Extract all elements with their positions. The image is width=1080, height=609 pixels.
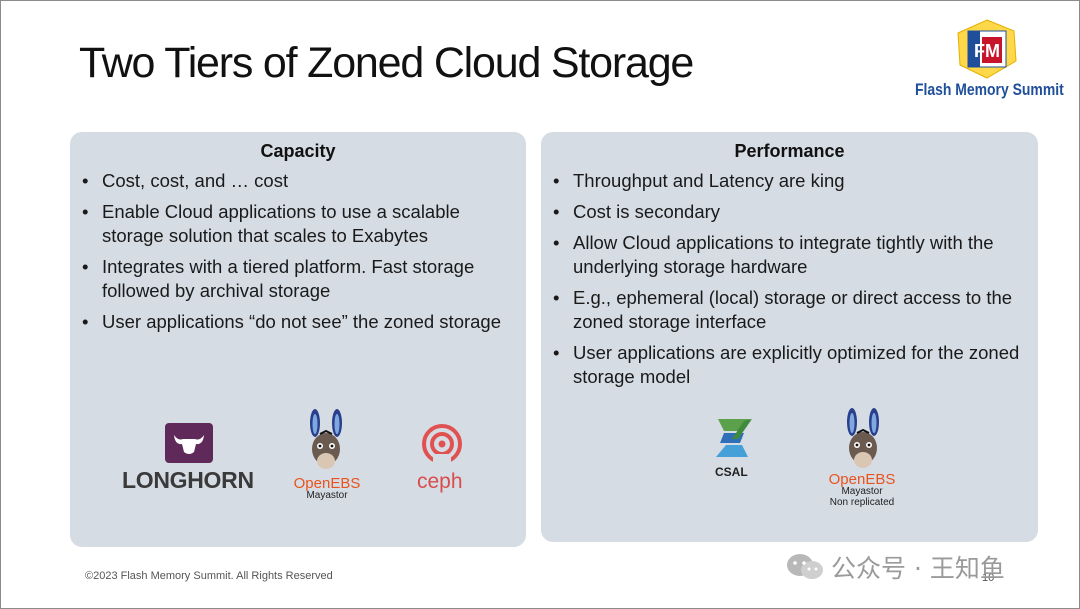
openebs-mayastor-label: Mayastor bbox=[306, 490, 348, 501]
longhorn-wordmark: LONGHORN bbox=[122, 467, 254, 493]
capacity-bullet: Cost, cost, and … cost bbox=[82, 169, 502, 193]
longhorn-icon bbox=[165, 423, 213, 463]
performance-bullet: Allow Cloud applications to integrate ti… bbox=[553, 231, 1023, 279]
performance-bullets: Throughput and Latency are king Cost is … bbox=[553, 169, 1023, 396]
capacity-bullets: Cost, cost, and … cost Enable Cloud appl… bbox=[82, 169, 502, 341]
openebs-performance-logo: OpenEBS Mayastor Non replicated bbox=[819, 471, 905, 508]
capacity-heading: Capacity bbox=[260, 141, 336, 161]
performance-heading: Performance bbox=[734, 141, 845, 161]
capacity-bullet: Integrates with a tiered platform. Fast … bbox=[82, 255, 502, 303]
capacity-bullet: User applications “do not see” the zoned… bbox=[82, 310, 502, 334]
performance-bullet: E.g., ephemeral (local) storage or direc… bbox=[553, 286, 1023, 334]
wechat-icon bbox=[787, 554, 823, 579]
watermark-text: 公众号 · 王知鱼 bbox=[831, 554, 1005, 583]
performance-bullet: Throughput and Latency are king bbox=[553, 169, 1023, 193]
openebs-donkey-icon bbox=[847, 408, 879, 468]
logo-letters: FM bbox=[974, 41, 1000, 61]
openebs-donkey-icon bbox=[310, 409, 342, 469]
performance-bullet: User applications are explicitly optimiz… bbox=[553, 341, 1023, 389]
openebs-non-replicated-label: Non replicated bbox=[829, 497, 895, 508]
csal-wordmark: CSAL bbox=[715, 465, 748, 479]
capacity-bullet: Enable Cloud applications to use a scala… bbox=[82, 200, 502, 248]
openebs-wordmark: OpenEBS bbox=[828, 471, 896, 488]
page-number: 10 bbox=[982, 572, 995, 584]
openebs-capacity-logo: OpenEBS Mayastor bbox=[288, 475, 366, 501]
logo-text: Flash Memory Summit bbox=[915, 80, 1064, 99]
ceph-wordmark: ceph bbox=[417, 470, 463, 493]
ceph-icon bbox=[422, 424, 462, 468]
openebs-wordmark: OpenEBS bbox=[293, 475, 361, 492]
wechat-watermark: 公众号 · 王知鱼 bbox=[785, 549, 1005, 585]
flash-memory-summit-logo: FM bbox=[957, 19, 1017, 79]
csal-icon bbox=[716, 419, 752, 457]
performance-bullet: Cost is secondary bbox=[553, 200, 1023, 224]
openebs-mayastor-label: Mayastor bbox=[841, 486, 883, 497]
capacity-panel: Capacity Cost, cost, and … cost Enable C… bbox=[70, 132, 526, 547]
copyright-footer: ©2023 Flash Memory Summit. All Rights Re… bbox=[85, 570, 333, 582]
performance-panel: Performance Throughput and Latency are k… bbox=[541, 132, 1038, 542]
slide-title: Two Tiers of Zoned Cloud Storage bbox=[79, 39, 694, 87]
